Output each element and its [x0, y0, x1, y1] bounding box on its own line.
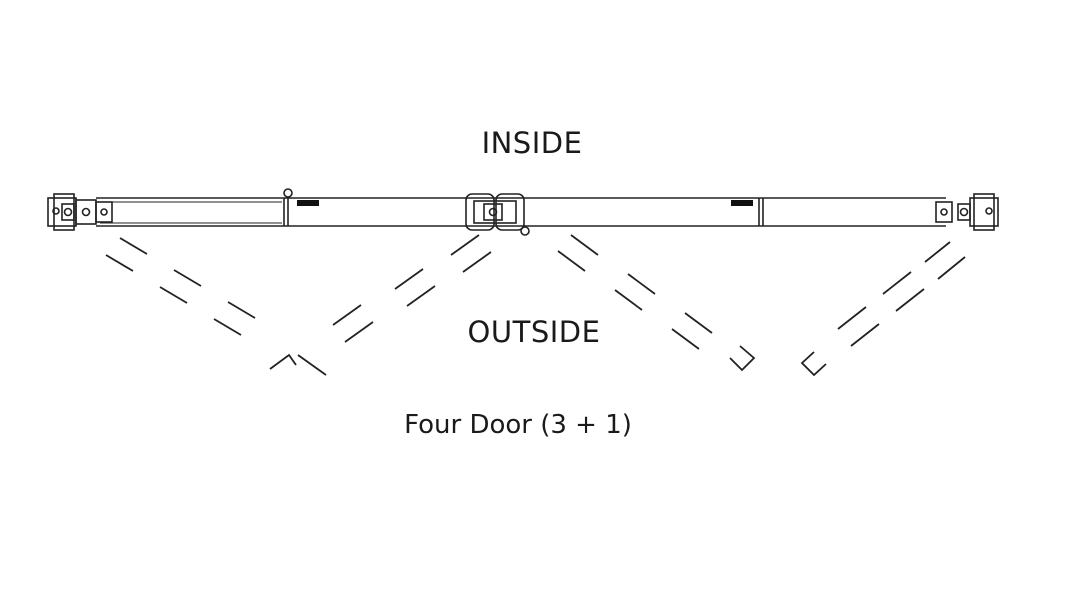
folded-panel-4	[800, 241, 966, 377]
handle-right	[731, 200, 753, 206]
door-track	[96, 197, 946, 227]
hinge-pivot-bottom	[520, 226, 530, 236]
folded-panel-2	[297, 234, 492, 376]
left-end-carrier	[47, 193, 113, 231]
diagram-caption: Four Door (3 + 1)	[404, 410, 632, 440]
inside-label: INSIDE	[482, 126, 583, 160]
panel-joints	[283, 198, 764, 226]
center-connector	[465, 193, 525, 231]
hinge-pivot-top	[283, 188, 293, 198]
right-end-carrier	[935, 193, 999, 231]
folded-panel-1	[105, 237, 297, 370]
outside-label: OUTSIDE	[468, 315, 601, 349]
handle-left	[297, 200, 319, 206]
folded-panel-3	[557, 234, 756, 372]
